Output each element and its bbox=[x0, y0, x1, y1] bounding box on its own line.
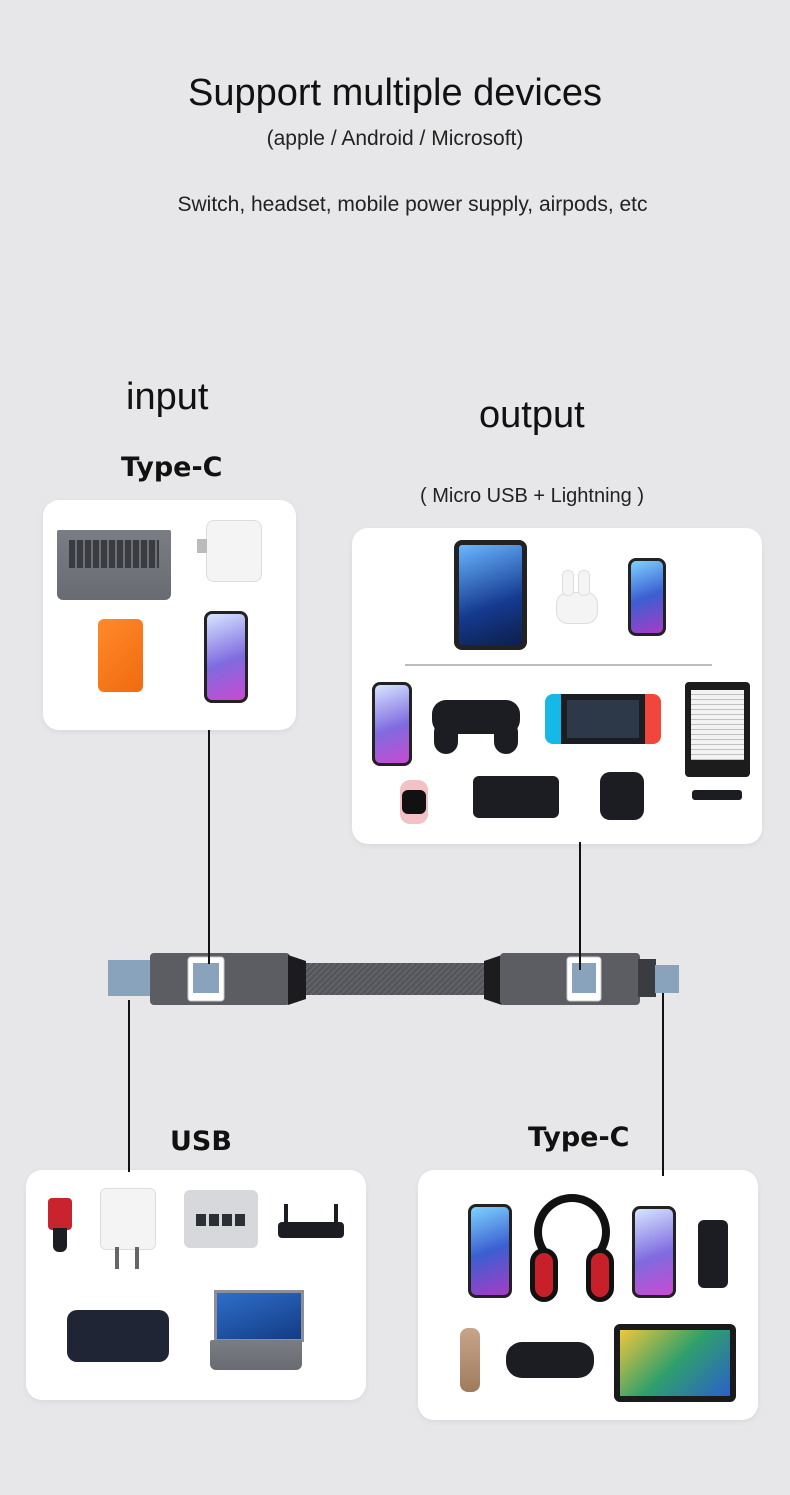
left-strain-relief bbox=[288, 955, 306, 1005]
typec-connector-line bbox=[662, 993, 664, 1176]
output-devices-card bbox=[352, 528, 762, 844]
bluetooth-speaker-icon bbox=[506, 1342, 594, 1378]
smartphone-2-icon bbox=[632, 1206, 676, 1298]
usb-c-charger-icon bbox=[197, 520, 262, 582]
airpods-icon bbox=[552, 568, 600, 624]
usb-connector-line bbox=[128, 1000, 130, 1172]
e-cigarette-icon bbox=[460, 1328, 480, 1392]
typec-devices-card bbox=[418, 1170, 758, 1420]
usb-devices-card bbox=[26, 1170, 366, 1400]
cable-diagram bbox=[108, 953, 679, 1005]
right-strain-relief bbox=[484, 955, 502, 1005]
power-bank-slim-icon bbox=[698, 1220, 728, 1288]
input-port-label: Type-C bbox=[121, 452, 223, 483]
power-bank-black-icon bbox=[473, 776, 559, 818]
headphones-icon bbox=[530, 1194, 614, 1306]
usb-hub-icon bbox=[184, 1190, 258, 1248]
page-subtitle: (apple / Android / Microsoft) bbox=[266, 127, 524, 150]
stylus-icon bbox=[692, 790, 742, 800]
car-charger-icon bbox=[48, 1198, 72, 1252]
page-title: Support multiple devices bbox=[188, 72, 602, 114]
laptop-icon bbox=[57, 524, 171, 600]
router-icon bbox=[278, 1204, 344, 1240]
tablet-2-icon bbox=[614, 1324, 736, 1402]
smartwatch-icon bbox=[396, 780, 432, 824]
typec-connector bbox=[655, 965, 679, 993]
supported-devices-line: Switch, headset, mobile power supply, ai… bbox=[177, 193, 648, 216]
power-bank-icon bbox=[98, 619, 143, 692]
usb-a-connector bbox=[108, 960, 153, 996]
smartphone-icon bbox=[204, 611, 248, 703]
e-reader-icon bbox=[685, 682, 750, 777]
speaker-icon bbox=[600, 772, 644, 820]
input-devices-card bbox=[43, 500, 296, 730]
output-label: output bbox=[479, 394, 585, 436]
nintendo-switch-icon bbox=[545, 694, 661, 744]
android-phone-icon bbox=[372, 682, 412, 766]
output-connector-line bbox=[579, 842, 581, 970]
5g-phone-icon bbox=[468, 1204, 512, 1298]
divider bbox=[405, 664, 712, 666]
usb-port-label: USB bbox=[170, 1126, 232, 1157]
typec-output-port-label: Type-C bbox=[528, 1122, 630, 1153]
usb-charger-icon bbox=[100, 1188, 156, 1269]
input-label: input bbox=[126, 376, 209, 418]
input-connector-line bbox=[208, 730, 210, 964]
game-controller-icon bbox=[432, 700, 520, 756]
tablet-icon bbox=[454, 540, 527, 650]
laptop-small-icon bbox=[210, 1290, 304, 1370]
iphone-icon bbox=[628, 558, 666, 636]
power-bank-navy-icon bbox=[67, 1310, 169, 1362]
output-port-label: ( Micro USB + Lightning ) bbox=[420, 485, 644, 507]
